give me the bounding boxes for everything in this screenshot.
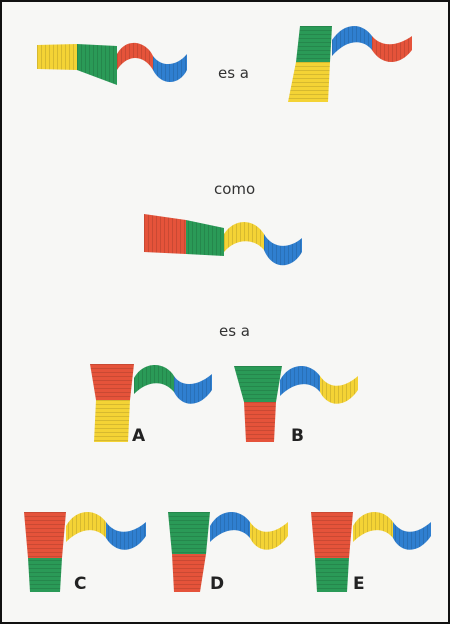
es-a-label-1: es a	[218, 64, 249, 82]
option-d-figure[interactable]	[168, 508, 298, 593]
figure-middle	[144, 212, 314, 272]
option-c-figure[interactable]	[24, 508, 154, 593]
option-a-label[interactable]: A	[132, 426, 145, 446]
option-b-label[interactable]: B	[291, 426, 304, 446]
es-a-label-2: es a	[219, 322, 250, 340]
option-d-label[interactable]: D	[210, 574, 224, 594]
option-e-figure[interactable]	[311, 508, 441, 593]
figure-top-right	[288, 22, 418, 107]
option-c-label[interactable]: C	[74, 574, 86, 594]
option-a-figure[interactable]	[90, 360, 220, 445]
option-e-label[interactable]: E	[353, 574, 365, 594]
figure-top-left	[37, 42, 207, 92]
como-label: como	[214, 180, 255, 198]
